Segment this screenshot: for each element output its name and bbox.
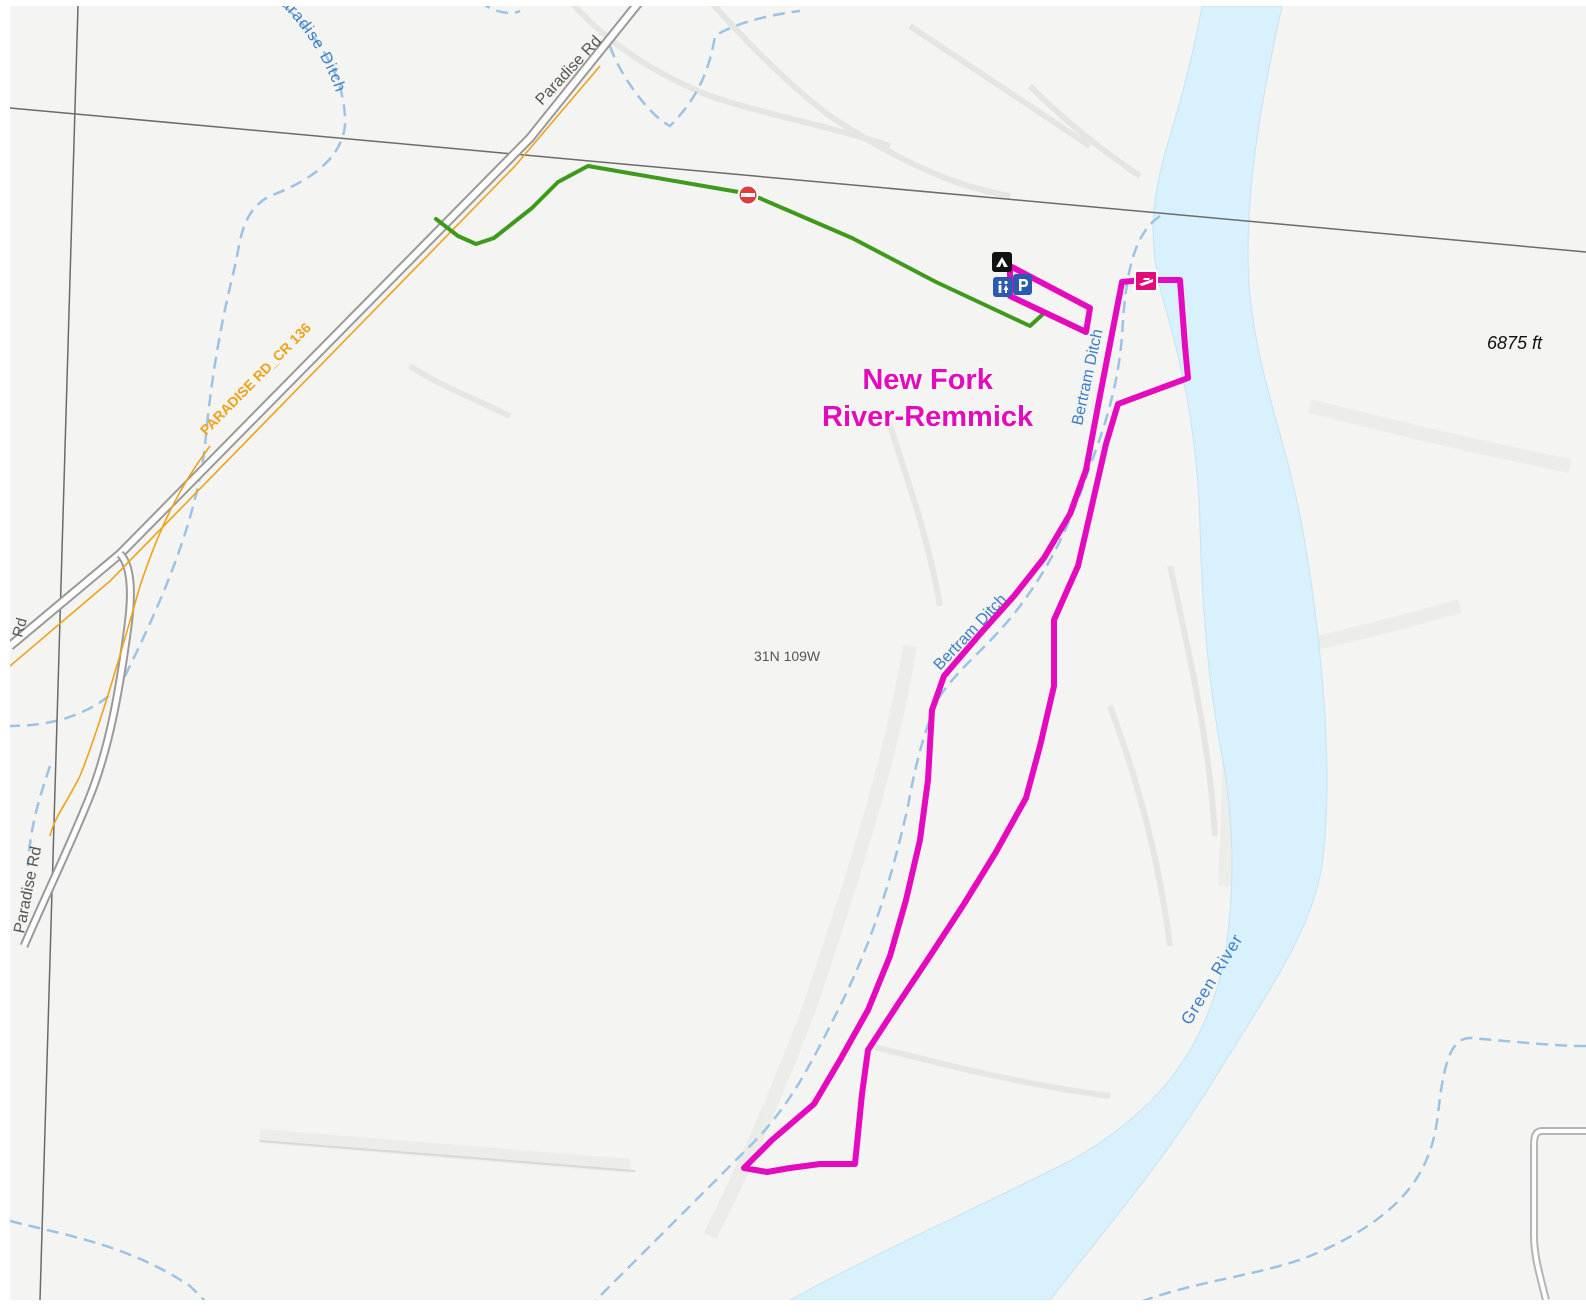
- paradise-road: [10, 6, 643, 948]
- stream-bottom-left: [10, 1219, 206, 1300]
- restroom-icon[interactable]: [993, 277, 1012, 297]
- bottom-margin: [0, 1300, 1586, 1315]
- boat-ramp-glyph: [1139, 278, 1153, 286]
- area-title-line2: River-Remmick: [822, 401, 1034, 433]
- cr136-orange-branch: [49, 445, 211, 837]
- area-title: New Fork River-Remmick: [822, 362, 1033, 436]
- boat-ramp-icon[interactable]: [1134, 270, 1158, 292]
- camping-tent-glyph: [996, 257, 1008, 267]
- cr136-orange-line: [10, 65, 601, 667]
- camping-icon[interactable]: [992, 252, 1012, 272]
- section-lines: [10, 6, 1586, 1300]
- stream-left-lower: [26, 765, 52, 867]
- parking-glyph: [1018, 278, 1028, 291]
- green-river: [789, 6, 1328, 1300]
- township-label: 31N 109W: [754, 648, 821, 664]
- stream-top: [484, 6, 801, 128]
- bottom-right-road-fill: [1532, 1129, 1586, 1300]
- area-title-line1: New Fork: [862, 364, 993, 396]
- terrain-ridge-line: [259, 1140, 636, 1172]
- parking-icon[interactable]: [1013, 274, 1032, 295]
- map-canvas[interactable]: Paradise Ditch Paradise Rd PARADISE RD_C…: [10, 6, 1586, 1300]
- no-entry-icon[interactable]: [737, 184, 759, 206]
- map-frame[interactable]: Paradise Ditch Paradise Rd PARADISE RD_C…: [10, 6, 1586, 1300]
- rd-edge-label: Rd: [10, 616, 31, 639]
- access-route[interactable]: [434, 164, 1044, 328]
- restroom-glyph: [997, 280, 1008, 293]
- elevation-label: 6875 ft: [1487, 333, 1543, 353]
